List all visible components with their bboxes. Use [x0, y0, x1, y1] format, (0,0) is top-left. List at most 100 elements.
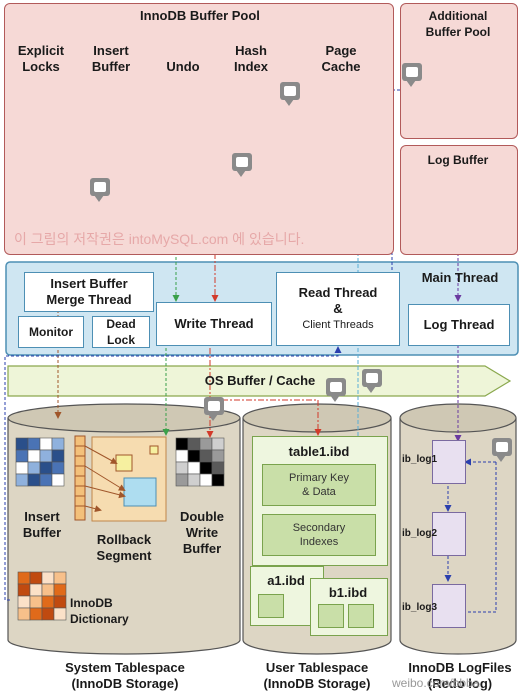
grid-cell	[29, 571, 43, 585]
grid-cell	[53, 607, 67, 621]
grid-cell	[39, 461, 53, 475]
b1-block	[318, 604, 344, 628]
a1-label: a1.ibd	[267, 573, 305, 588]
explicit-locks-label: Explicit Locks	[17, 43, 65, 74]
grid-cell	[39, 473, 53, 487]
double-write-buffer-label: Double Write Buffer	[179, 509, 225, 556]
client-threads-label: Client Threads	[302, 319, 374, 331]
a1-block	[258, 594, 284, 618]
log-files-caption: InnoDB LogFiles (Redo log)	[408, 660, 512, 691]
log-thread: Log Thread	[408, 304, 510, 346]
comment-bubble-icon[interactable]	[492, 438, 512, 462]
insert-buffer-merge-thread: Insert Buffer Merge Thread	[24, 272, 154, 312]
grid-cell	[187, 437, 201, 451]
monitor-thread: Monitor	[18, 316, 84, 348]
grid-cell	[27, 449, 41, 463]
ib-log2-label: ib_log2	[402, 528, 438, 539]
additional-buffer-pool-label: Additional Buffer Pool	[425, 9, 491, 39]
grid-cell	[39, 449, 53, 463]
grid-cell	[15, 437, 29, 451]
grid-cell	[41, 607, 55, 621]
log-buffer-panel	[400, 145, 518, 255]
grid-cell	[15, 449, 29, 463]
grid-cell	[17, 583, 31, 597]
system-insert-buffer-label: Insert Buffer	[22, 509, 62, 540]
grid-cell	[175, 461, 189, 475]
grid-cell	[187, 461, 201, 475]
os-cache-label: OS Buffer / Cache	[204, 373, 316, 388]
dictionary-grid	[17, 571, 67, 621]
comment-bubble-icon[interactable]	[232, 153, 252, 177]
dictionary-label: InnoDB Dictionary	[70, 596, 129, 626]
log-buffer-label: Log Buffer	[427, 153, 489, 167]
grid-cell	[17, 571, 31, 585]
grid-cell	[199, 449, 213, 463]
watermark-text: 이 그림의 저작권은 intoMySQL.com 에 있습니다.	[14, 231, 305, 247]
undo-label: Undo	[166, 59, 200, 74]
secondary-indexes-box: Secondary Indexes	[262, 514, 376, 556]
ib-log3-file	[432, 584, 466, 628]
grid-cell	[199, 473, 213, 487]
write-thread: Write Thread	[156, 302, 272, 346]
grid-cell	[17, 607, 31, 621]
hash-index-label: Hash Index	[234, 43, 268, 74]
comment-bubble-icon[interactable]	[204, 397, 224, 421]
buffer-pool-title: InnoDB Buffer Pool	[140, 8, 260, 23]
comment-bubble-icon[interactable]	[280, 82, 300, 106]
rollback-segment-label: Rollback Segment	[96, 532, 152, 563]
b1-label: b1.ibd	[328, 585, 368, 600]
grid-cell	[41, 571, 55, 585]
ib-log1-label: ib_log1	[402, 454, 438, 465]
comment-bubble-icon[interactable]	[362, 369, 382, 393]
system-tablespace-caption: System Tablespace (InnoDB Storage)	[65, 660, 185, 691]
double-write-grid	[175, 437, 225, 487]
grid-cell	[175, 449, 189, 463]
grid-cell	[211, 437, 225, 451]
read-thread-label: Read Thread &	[298, 285, 378, 316]
ib-log2-file	[432, 512, 466, 556]
buffer-pool-panel	[4, 3, 394, 255]
grid-cell	[211, 461, 225, 475]
user-tablespace-caption: User Tablespace (InnoDB Storage)	[263, 660, 371, 691]
grid-cell	[41, 583, 55, 597]
grid-cell	[51, 461, 65, 475]
grid-cell	[51, 473, 65, 487]
comment-bubble-icon[interactable]	[402, 63, 422, 87]
grid-cell	[15, 473, 29, 487]
grid-cell	[17, 595, 31, 609]
grid-cell	[53, 571, 67, 585]
b1-block	[348, 604, 374, 628]
grid-cell	[27, 437, 41, 451]
grid-cell	[51, 437, 65, 451]
insert-buffer-merge-thread-label: Insert Buffer Merge Thread	[46, 276, 132, 307]
grid-cell	[199, 461, 213, 475]
grid-cell	[51, 449, 65, 463]
overlay-watermark: weibo.com/bbba	[392, 676, 480, 690]
grid-cell	[39, 437, 53, 451]
grid-cell	[29, 583, 43, 597]
os-cache-band	[7, 365, 512, 397]
grid-cell	[199, 437, 213, 451]
grid-cell	[175, 437, 189, 451]
ib-log3-label: ib_log3	[402, 602, 438, 613]
grid-cell	[27, 461, 41, 475]
grid-cell	[41, 595, 55, 609]
read-thread: Read Thread & Client Threads	[276, 272, 400, 346]
main-thread-label: Main Thread	[421, 270, 499, 285]
system-insert-buffer-grid	[15, 437, 65, 487]
grid-cell	[53, 595, 67, 609]
comment-bubble-icon[interactable]	[90, 178, 110, 202]
ib-log1-file	[432, 440, 466, 484]
grid-cell	[29, 595, 43, 609]
grid-cell	[211, 473, 225, 487]
grid-cell	[27, 473, 41, 487]
comment-bubble-icon[interactable]	[326, 378, 346, 402]
grid-cell	[15, 461, 29, 475]
dead-lock-thread: Dead Lock	[92, 316, 150, 348]
grid-cell	[29, 607, 43, 621]
insert-buffer-label: Insert Buffer	[91, 43, 131, 74]
grid-cell	[187, 449, 201, 463]
grid-cell	[211, 449, 225, 463]
primary-key-box: Primary Key & Data	[262, 464, 376, 506]
table1-label: table1.ibd	[288, 444, 350, 459]
